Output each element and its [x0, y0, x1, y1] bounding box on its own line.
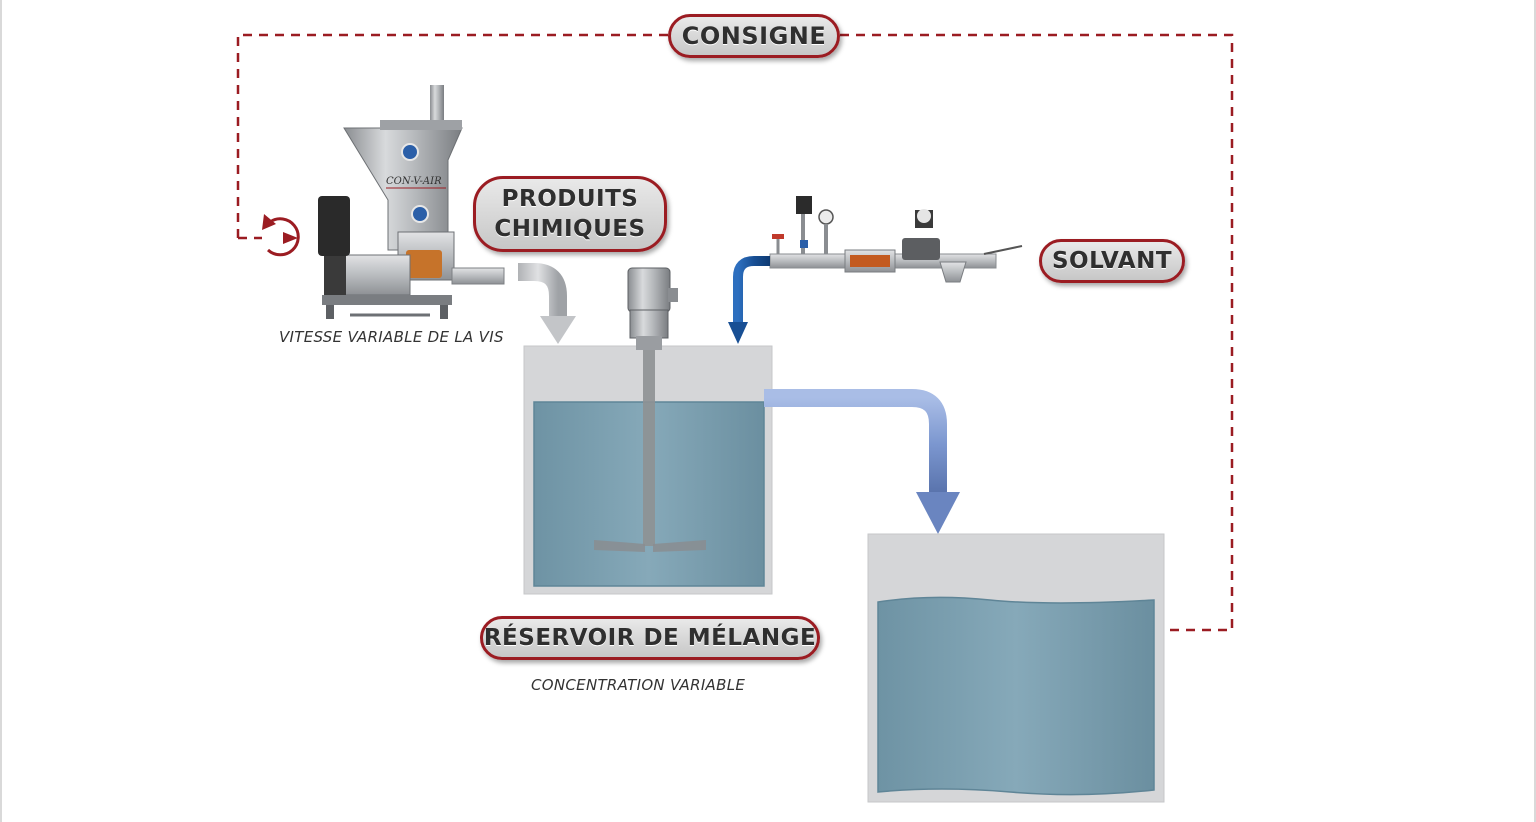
vitesse-caption: VITESSE VARIABLE DE LA VIS [279, 328, 504, 346]
solvent-valve-assembly [769, 196, 1023, 283]
solvent-feed-arrow [728, 256, 770, 344]
produits-chimiques-label: PRODUITS CHIMIQUES [473, 176, 667, 252]
agitator-mixer [594, 267, 706, 552]
rotation-speed-icon [262, 214, 300, 257]
reservoir-label: RÉSERVOIR DE MÉLANGE [480, 616, 820, 660]
concentration-caption: CONCENTRATION VARIABLE [531, 676, 746, 694]
storage-tank [867, 533, 1165, 803]
feeder-brand-logo: CON-V-AIR [386, 176, 442, 187]
frame-left-border [0, 0, 2, 822]
produits-text-line2: CHIMIQUES [494, 216, 646, 242]
reservoir-text: RÉSERVOIR DE MÉLANGE [483, 625, 817, 651]
consigne-label: CONSIGNE [668, 14, 840, 58]
consigne-text: CONSIGNE [681, 22, 827, 50]
chemical-feed-arrow [518, 263, 576, 344]
solvant-text: SOLVANT [1051, 248, 1173, 274]
solvant-label: SOLVANT [1039, 239, 1185, 283]
produits-text-line1: PRODUITS [501, 186, 639, 212]
screw-feeder-machine [318, 85, 505, 319]
setpoint-control-loop [236, 33, 1234, 632]
frame-right-border [1534, 0, 1536, 822]
outlet-transfer-arrow [764, 389, 960, 534]
